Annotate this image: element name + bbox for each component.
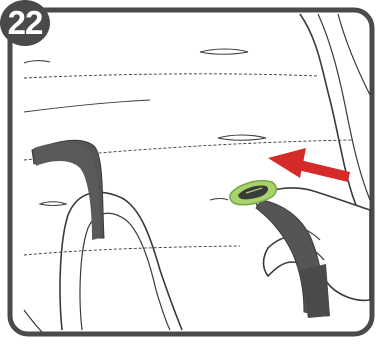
seat-slit <box>217 134 267 141</box>
direction-arrow-shaft <box>298 160 350 182</box>
seat-seam-line <box>23 245 241 256</box>
tether-strap-fold <box>300 264 330 318</box>
seat-lower-edge <box>23 309 43 333</box>
seat-seam-line <box>23 99 151 113</box>
seat-belt-strap-face <box>34 142 100 240</box>
step-number-badge: 22 <box>0 0 50 46</box>
seat-seam-line <box>23 73 319 79</box>
direction-arrow <box>268 148 350 182</box>
direction-arrow-head <box>268 148 306 178</box>
tether-clip <box>229 180 277 206</box>
seat-slit <box>199 48 249 55</box>
door-panel-edge <box>337 13 371 96</box>
seat-bolster-inner <box>79 212 171 331</box>
tether-clip-slot <box>245 187 263 194</box>
seat-slit <box>23 60 51 64</box>
seat-bolster-outline <box>59 191 183 331</box>
seat-slit <box>38 201 68 207</box>
door-panel-inner-line <box>317 13 371 201</box>
door-panel-outline <box>299 13 371 231</box>
seat-slit <box>209 197 229 201</box>
